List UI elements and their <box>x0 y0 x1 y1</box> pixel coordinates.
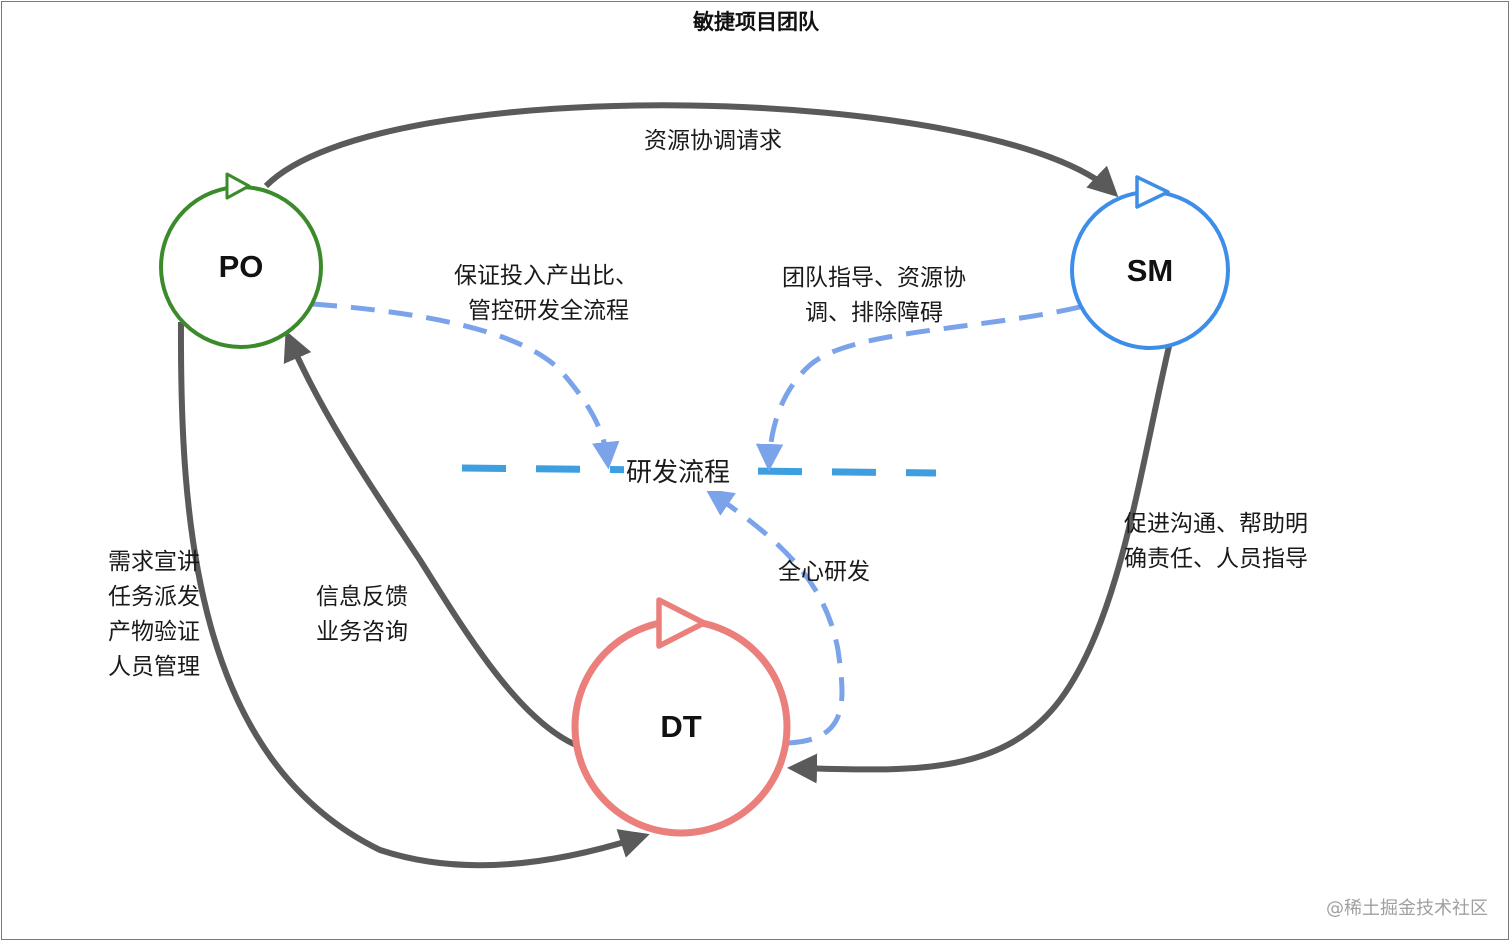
edge-po-to-process <box>312 301 620 470</box>
dt-to-po-label: 信息反馈 业务咨询 <box>316 584 408 645</box>
sm-to-dt-label: 促进沟通、帮助明 确责任、人员指导 <box>1124 511 1308 572</box>
edge-po-to-dt <box>177 321 650 869</box>
po-label: PO <box>218 249 264 284</box>
po-node[interactable] <box>159 172 323 349</box>
po-cycle-marker <box>225 172 251 200</box>
dt-cycle-marker <box>656 597 707 649</box>
sm-node[interactable] <box>1070 175 1230 350</box>
edge-sm-to-process <box>755 304 1081 472</box>
sm-cycle-marker <box>1135 175 1170 209</box>
dt-label: DT <box>660 709 702 744</box>
dt-to-process-label: 全心研发 <box>778 559 870 585</box>
edge-sm-to-dt <box>787 341 1173 784</box>
po-to-process-label: 保证投入产出比、 管控研发全流程 <box>454 263 638 324</box>
process-label: 研发流程 <box>624 456 733 491</box>
po-to-dt-label: 需求宣讲 任务派发 产物验证 人员管理 <box>108 549 200 680</box>
sm-label: SM <box>1126 253 1174 288</box>
watermark: @稀土掘金技术社区 <box>1326 898 1488 919</box>
diagram-title: 敏捷项目团队 <box>693 10 819 34</box>
dt-node[interactable] <box>571 597 791 837</box>
edge-dt-to-process <box>705 488 845 746</box>
edge-dt-to-po <box>283 330 578 748</box>
edge-po-to-sm <box>263 102 1119 198</box>
sm-to-process-label: 团队指导、资源协 调、排除障碍 <box>782 265 966 326</box>
po-to-sm-label: 资源协调请求 <box>644 128 782 154</box>
